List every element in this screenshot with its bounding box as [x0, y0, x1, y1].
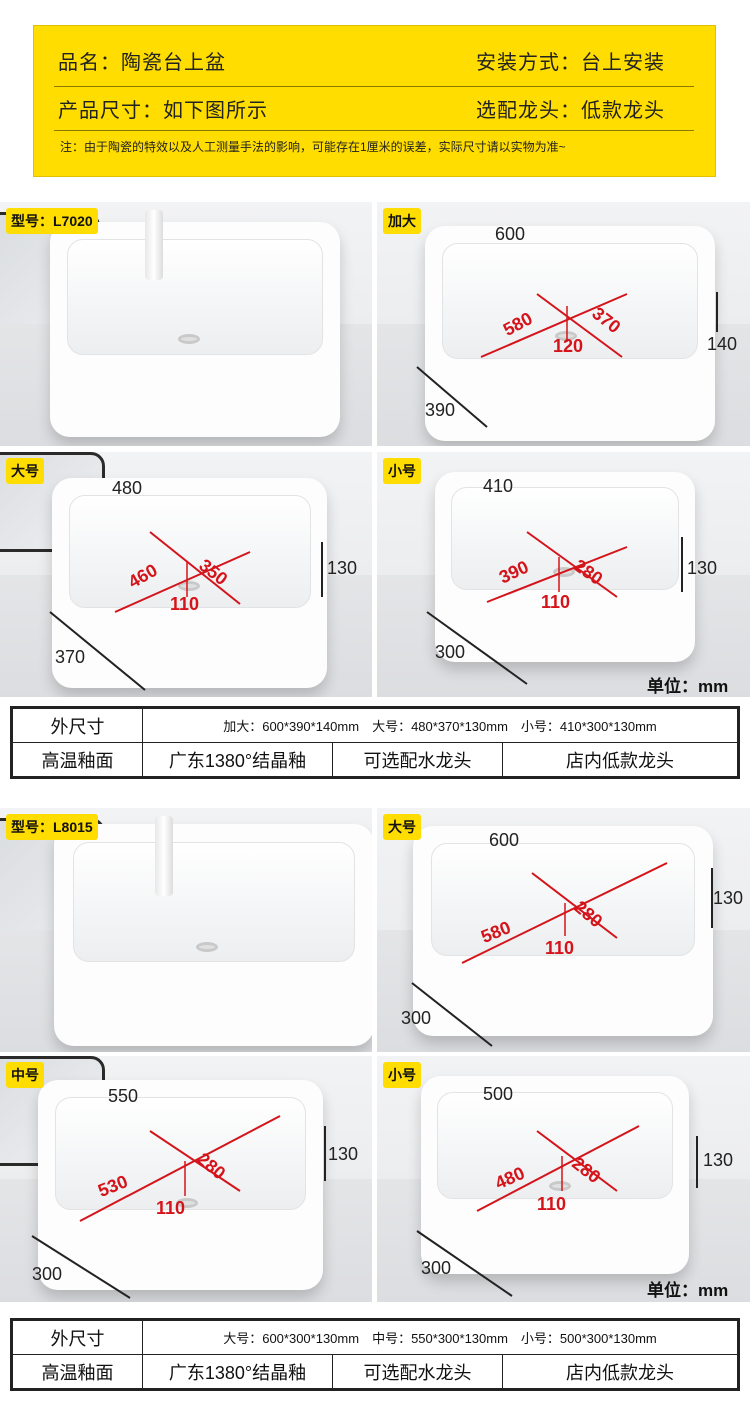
basin: [54, 824, 372, 1046]
banner-note: 注：由于陶瓷的特效以及人工测量手法的影响，可能存在1厘米的误差，实际尺寸请以实物…: [60, 140, 566, 154]
spec-label-size: 外尺寸: [12, 708, 143, 743]
drain-distance: 110: [156, 1198, 186, 1218]
faucet-option: 选配龙头：低款龙头: [476, 100, 665, 122]
size-tag: 小号: [383, 458, 421, 484]
spec-size-values: 大号：600*300*130mm 中号：550*300*130mm 小号：500…: [142, 1320, 738, 1355]
depth-dimension: 300: [435, 642, 466, 662]
width-dimension: 600: [489, 830, 520, 850]
size-tag: 加大: [383, 208, 421, 234]
size-tag: 大号: [383, 814, 421, 840]
basin: [50, 222, 340, 437]
size-panel-xl: 加大 600 140 390 580 370 120: [377, 202, 750, 446]
depth-dimension: 390: [425, 400, 456, 420]
product-photo-l8015: 型号：L8015: [0, 808, 372, 1052]
spec-glaze: 广东1380°结晶釉: [142, 1354, 333, 1389]
drain-distance: 110: [541, 592, 571, 612]
size-panel-l: 大号 480 130 370 460 350 110: [0, 452, 372, 697]
basin-bowl: [68, 494, 311, 609]
depth-dimension: 300: [401, 1008, 432, 1028]
basin: [52, 478, 327, 688]
drain: [178, 334, 200, 344]
basin: [421, 1076, 689, 1274]
spec-faucet-type: 店内低款龙头: [502, 1354, 738, 1389]
spec-table-l7020: 外尺寸 加大：600*390*140mm 大号：480*370*130mm 小号…: [10, 706, 740, 779]
size-tag: 小号: [383, 1062, 421, 1088]
size-panel-m: 中号 550 130 300 530 280 110: [0, 1056, 372, 1302]
product-size: 产品尺寸：如下图所示: [58, 100, 268, 122]
size-tag: 大号: [6, 458, 44, 484]
spec-label-glaze: 高温釉面: [12, 742, 143, 777]
spec-label-size: 外尺寸: [12, 1320, 143, 1355]
basin-bowl: [73, 841, 355, 962]
depth-dimension: 370: [55, 647, 86, 667]
banner-divider: [54, 130, 694, 131]
width-dimension: 600: [495, 224, 526, 244]
product-name: 品名：陶瓷台上盆: [58, 52, 226, 74]
height-dimension: 130: [713, 888, 744, 908]
width-dimension: 480: [112, 478, 143, 498]
spec-label-glaze: 高温釉面: [12, 1354, 143, 1389]
height-dimension: 130: [328, 1144, 359, 1164]
size-panel-s: 小号 500 130 300 480 280 110 单位：mm: [377, 1056, 750, 1302]
drain: [178, 581, 200, 591]
model-tag: 型号：L8015: [6, 814, 98, 840]
spec-table-l8015: 外尺寸 大号：600*300*130mm 中号：550*300*130mm 小号…: [10, 1318, 740, 1391]
height-dimension: 130: [703, 1150, 734, 1170]
drain-distance: 110: [537, 1194, 567, 1214]
drain: [549, 1181, 571, 1191]
faucet: [145, 210, 163, 280]
size-panel-s: 小号 410 130 300 390 280 110 单位：mm: [377, 452, 750, 697]
model-tag: 型号：L7020: [6, 208, 98, 234]
spec-size-values: 加大：600*390*140mm 大号：480*370*130mm 小号：410…: [142, 708, 738, 743]
spec-faucet-option: 可选配水龙头: [332, 742, 503, 777]
info-banner: 品名：陶瓷台上盆 安装方式：台上安装 产品尺寸：如下图所示 选配龙头：低款龙头 …: [33, 25, 716, 177]
basin-bowl: [55, 1096, 306, 1211]
drain-distance: 110: [545, 938, 575, 958]
spec-glaze: 广东1380°结晶釉: [142, 742, 333, 777]
depth-dimension: 300: [421, 1258, 452, 1278]
unit-label: 单位：mm: [647, 1281, 729, 1300]
drain: [196, 942, 218, 952]
unit-label: 单位：mm: [647, 677, 729, 696]
basin: [413, 826, 713, 1036]
basin: [425, 226, 715, 441]
basin: [435, 472, 695, 662]
width-dimension: 410: [483, 476, 514, 496]
drain-distance: 120: [553, 336, 584, 356]
faucet: [155, 816, 173, 896]
height-dimension: 130: [327, 558, 358, 578]
spec-faucet-option: 可选配水龙头: [332, 1354, 503, 1389]
drain-distance: 110: [170, 594, 200, 614]
basin: [38, 1080, 323, 1290]
spec-faucet-type: 店内低款龙头: [502, 742, 738, 777]
product-photo-l7020: 型号：L7020: [0, 202, 372, 446]
height-dimension: 130: [687, 558, 718, 578]
install-method: 安装方式：台上安装: [476, 52, 665, 74]
size-tag: 中号: [6, 1062, 44, 1088]
width-dimension: 500: [483, 1084, 514, 1104]
height-dimension: 140: [707, 334, 738, 354]
size-panel-l: 大号 600 130 300 580 280 110: [377, 808, 750, 1052]
depth-dimension: 300: [32, 1264, 63, 1284]
width-dimension: 550: [108, 1086, 139, 1106]
banner-divider: [54, 86, 694, 87]
